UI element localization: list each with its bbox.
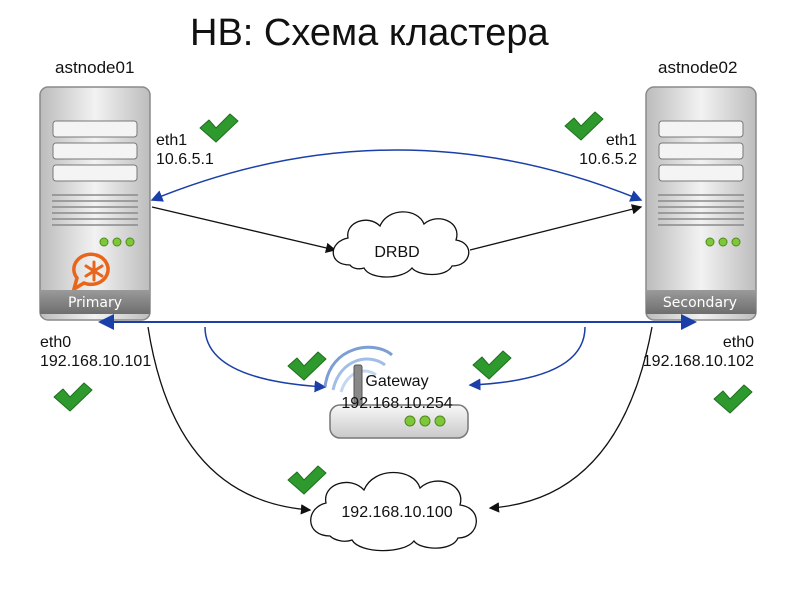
drbd-label: DRBD xyxy=(374,244,419,261)
eth1-ip-astnode01: 10.6.5.1 xyxy=(156,151,214,168)
gateway-ip: 192.168.10.254 xyxy=(341,395,452,412)
vip-link-left xyxy=(147,326,312,515)
drbd-cloud: DRBD xyxy=(332,211,470,278)
gateway-label: Gateway xyxy=(365,373,428,390)
eth1-ip-astnode02: 10.6.5.2 xyxy=(579,151,637,168)
drbd-link-right xyxy=(469,204,643,251)
gateway-device: Gateway 192.168.10.254 xyxy=(323,345,469,439)
server-astnode01: Primary xyxy=(39,86,151,321)
role-primary: Primary xyxy=(68,295,122,311)
vip-label: 192.168.10.100 xyxy=(341,504,452,521)
eth0-label-astnode01: eth0 xyxy=(40,334,72,351)
gateway-link-right xyxy=(468,326,586,391)
check-icon xyxy=(53,382,93,412)
server-astnode02: Secondary xyxy=(645,86,757,321)
check-icon xyxy=(713,384,753,414)
check-icon xyxy=(472,350,512,380)
vip-link-right xyxy=(488,326,653,513)
eth1-label-astnode01: eth1 xyxy=(156,132,188,149)
check-icon xyxy=(287,465,327,495)
check-icon xyxy=(564,111,604,141)
eth0-ip-astnode02: 192.168.10.102 xyxy=(642,353,754,370)
eth0-label-astnode02: eth0 xyxy=(722,334,754,351)
gateway-link-left xyxy=(204,326,327,393)
check-icon xyxy=(199,113,239,143)
eth1-link xyxy=(150,149,643,202)
asterisk-logo-icon xyxy=(71,252,110,293)
vip-cloud: 192.168.10.100 xyxy=(310,471,477,552)
check-icon xyxy=(287,351,327,381)
drbd-link-left xyxy=(151,206,337,253)
eth0-ip-astnode01: 192.168.10.101 xyxy=(40,353,152,370)
page-title: HB: Схема кластера xyxy=(190,12,549,54)
node-name-astnode02: astnode02 xyxy=(658,58,738,77)
eth1-label-astnode02: eth1 xyxy=(605,132,637,149)
node-name-astnode01: astnode01 xyxy=(55,58,135,77)
role-secondary: Secondary xyxy=(663,295,737,311)
